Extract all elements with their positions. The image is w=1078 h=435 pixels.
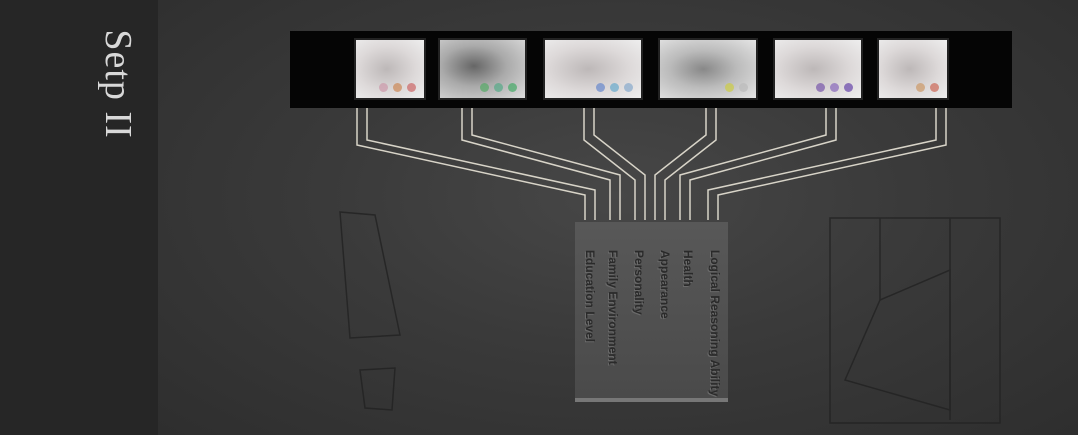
screen-2 — [440, 40, 525, 98]
label-education-level: Education Level — [583, 250, 597, 343]
label-panel: Education Level Family Environment Perso… — [575, 222, 728, 402]
wire-3 — [583, 108, 636, 220]
screen-3 — [545, 40, 641, 98]
wire-4 — [664, 108, 717, 220]
sidebar: Setp II — [0, 0, 158, 435]
screen-1 — [356, 40, 424, 98]
label-family-environment: Family Environment — [606, 250, 620, 365]
screen-6 — [879, 40, 947, 98]
label-personality: Personality — [632, 250, 646, 315]
label-logical-reasoning: Logical Reasoning Ability — [708, 250, 722, 397]
label-appearance: Appearance — [658, 250, 672, 319]
wire-5 — [689, 108, 837, 220]
label-health: Health — [681, 250, 695, 287]
wire-1 — [356, 108, 586, 220]
screen-4 — [660, 40, 756, 98]
wire-2 — [461, 108, 611, 220]
wire-6 — [717, 108, 947, 220]
screen-5 — [775, 40, 861, 98]
screen-bar — [290, 31, 1012, 108]
